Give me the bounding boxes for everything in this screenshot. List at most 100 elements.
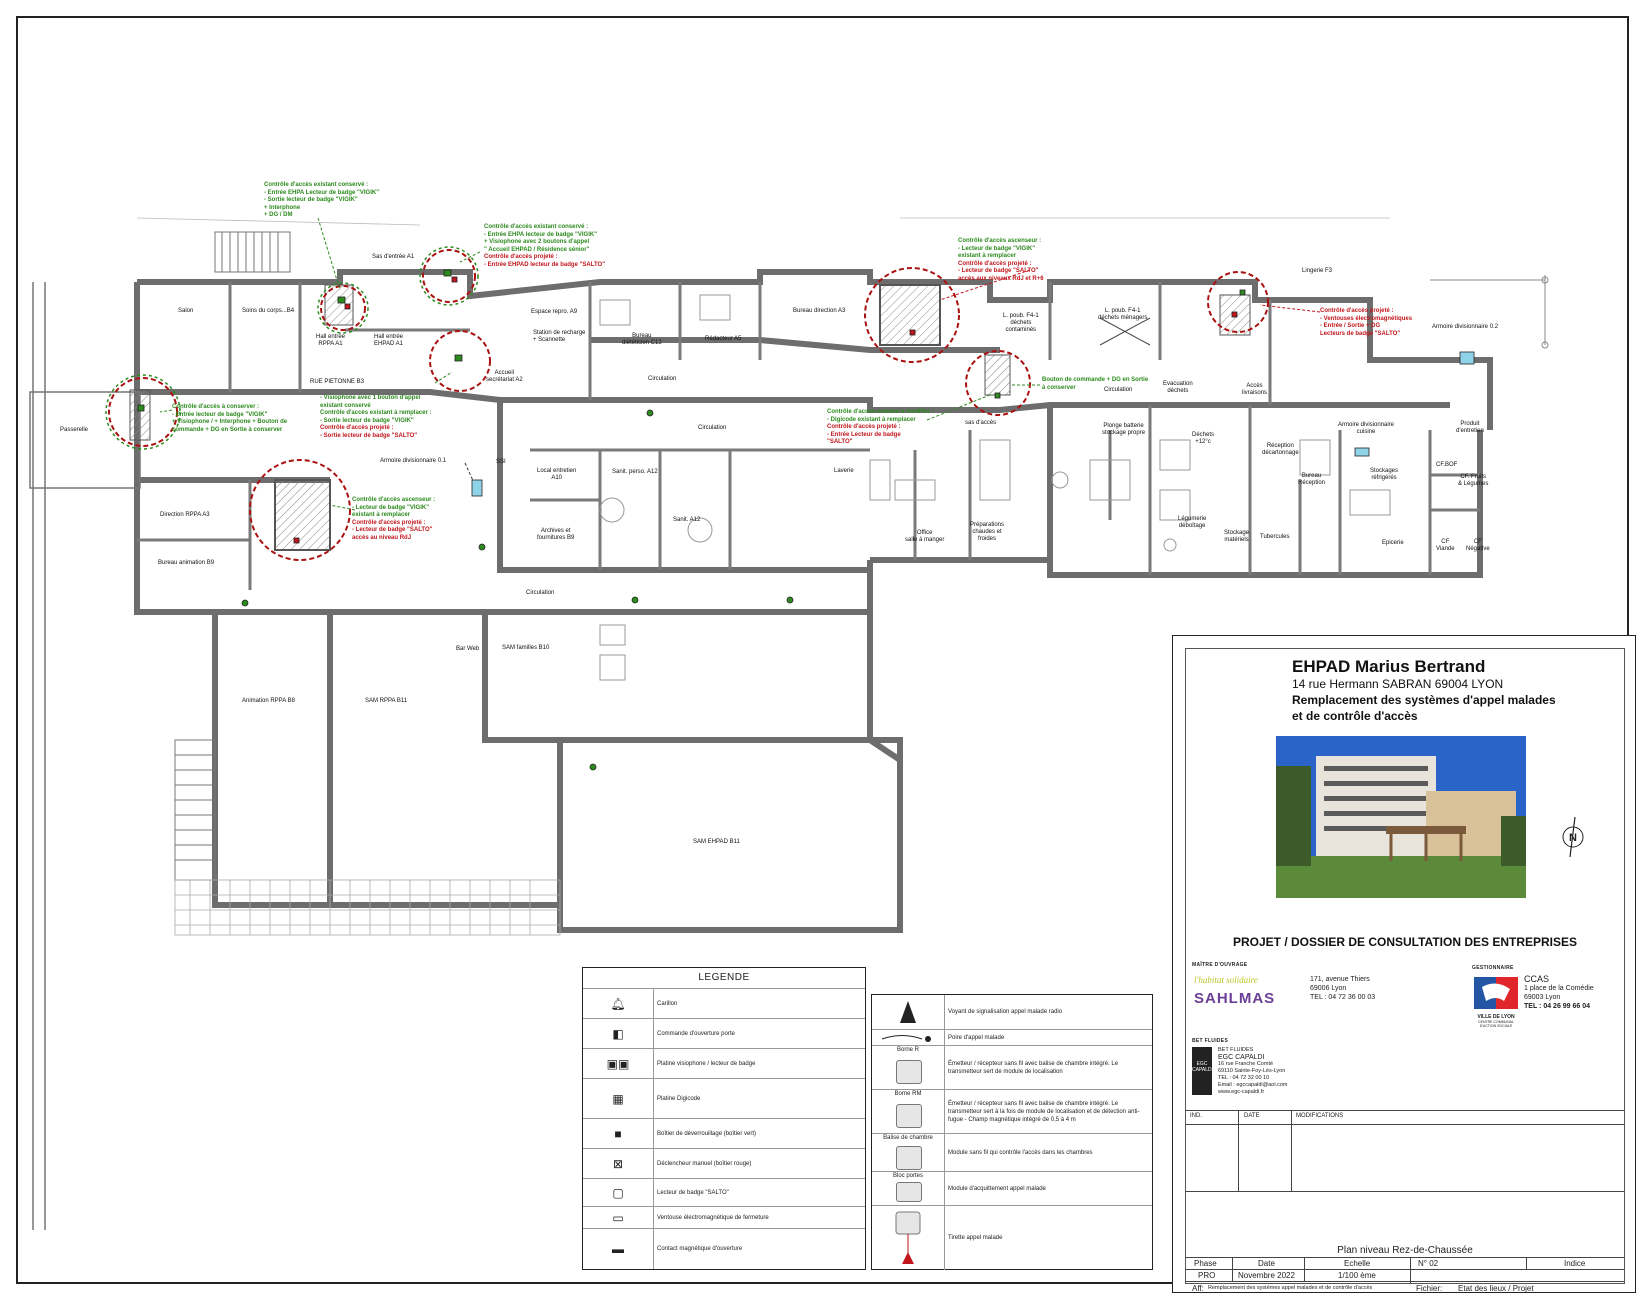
room-passerelle: Passerelle (60, 427, 89, 433)
plan-name: Plan niveau Rez-de-Chaussée (1337, 1245, 1473, 1256)
legend-row: ◧Commande d'ouverture porte (583, 1018, 865, 1049)
access-point-circles (108, 249, 1269, 561)
room-laverie: Laverie (834, 468, 854, 474)
room-cf-viande: CF Viande (1436, 539, 1455, 552)
room-soins: Soins du corps...B4 (242, 308, 295, 314)
room-bureau-reception: Bureau Réception (1298, 473, 1326, 486)
room-stockages-refr: Stockages réfrigérés (1370, 468, 1399, 481)
room-plonge: Plonge batterie stockage propre (1102, 423, 1146, 436)
annotation-main-entrance: Contrôle d'accès existant conservé :- En… (264, 182, 380, 218)
legend-row: ■Boîtier de déverrouillage (boîtier vert… (583, 1118, 865, 1149)
room-accueil: Accueil secrétariat A2 (486, 370, 523, 383)
room-preparations: Préparations chaudes et froides (970, 522, 1005, 542)
pull-cord-icon (895, 1211, 921, 1264)
room-sam-familles: SAM familles B10 (502, 645, 550, 651)
room-redacteur: Rédacteur A5 (705, 336, 742, 342)
lift-cores (129, 284, 1251, 551)
val-date: Novembre 2022 (1238, 1271, 1295, 1280)
room-cf-fruits: CF. Fruits & Légumes (1458, 474, 1489, 487)
legend-title: LEGENDE (583, 968, 865, 989)
device-markers (137, 269, 1475, 771)
room-lpoub2: L. poub. F4-1 déchets ménagers (1098, 308, 1148, 321)
project-address: 14 rue Hermann SABRAN 69004 LYON (1292, 677, 1504, 691)
room-office: Office salle à manger (905, 530, 945, 543)
room-circulation-3: Circulation (1104, 387, 1133, 393)
room-legumerie: Légumerie déboîtage (1178, 516, 1207, 529)
room-acces-livraisons: Accès livraisons (1242, 383, 1268, 396)
borne-rm-icon (896, 1104, 922, 1128)
annotation-digicode: Contrôle d'accès existant à modifier :- … (827, 409, 934, 445)
annotation-passerelle: Contrôle d'accès à conserver :- Entrée l… (172, 404, 288, 433)
room-sam-rppa: SAM RPPA B11 (365, 698, 408, 704)
building-photo (1276, 736, 1526, 898)
unlock-box-icon: ■ (583, 1119, 654, 1149)
room-direction-rppa: Direction RPPA A3 (160, 512, 210, 518)
legend-row: ▬Contact magnétique d'ouverture (583, 1228, 865, 1269)
sahlmas-logo: l'habitat solidaire SAHLMAS (1194, 975, 1276, 1007)
annotation-lift-rdj: Contrôle d'accès ascenseur :- Lecteur de… (352, 497, 436, 541)
room-cf-negative: CF Négative (1466, 539, 1490, 552)
hdr-indice: Indice (1564, 1259, 1586, 1268)
room-sanit-perso: Sanit. perso. A12 (612, 469, 658, 475)
col-modifications: MODIFICATIONS (1296, 1113, 1344, 1119)
room-circulation-1: Circulation (648, 376, 677, 382)
call-pear-icon (881, 1035, 931, 1042)
room-stockage-mat: Stockage matériels (1224, 530, 1250, 543)
room-epicerie: Epicerie (1382, 540, 1404, 546)
room-lingerie: Lingerie F3 (1302, 268, 1333, 274)
stairs (174, 231, 291, 881)
room-station: Station de recharge + Scannette (533, 330, 586, 343)
hdr-date: Date (1258, 1259, 1275, 1268)
room-armoire-02: Armoire divisionnaire 0.2 (1432, 324, 1499, 330)
room-circulation-2: Circulation (698, 425, 727, 431)
room-sas-acces: sas d'accès (965, 420, 997, 426)
room-cf-bof: CF.BOF (1436, 462, 1458, 468)
egc-logo: EGC CAPALDI (1192, 1047, 1213, 1095)
room-lpoub1: L. poub. F4-1 déchets contaminés (1003, 313, 1039, 333)
room-archives: Archives et fournitures B9 (537, 528, 575, 541)
terrace-grid (174, 879, 561, 936)
magnetic-contact-icon: ▬ (583, 1229, 654, 1269)
room-bureau-diet: Bureau diététicien C12 (622, 333, 662, 346)
hdr-phase: Phase (1194, 1259, 1217, 1268)
aff-value: Remplacement des systèmes appel malades … (1208, 1285, 1373, 1291)
room-tubercules: Tubercules (1260, 534, 1290, 540)
room-dechets: Déchets +12°c (1192, 432, 1215, 445)
passerelle (29, 282, 141, 1230)
room-bar-web: Bar Web (456, 646, 480, 652)
col-ind: IND. (1190, 1113, 1202, 1119)
room-sam-ehpad: SAM EHPAD B11 (693, 839, 740, 845)
magnetic-lock-icon: ▭ (583, 1207, 654, 1229)
hdr-echelle: Echelle (1344, 1259, 1371, 1268)
room-produit: Produit d'entretien (1456, 421, 1484, 434)
project-title: EHPAD Marius Bertrand (1292, 657, 1486, 676)
legend-row: ▭Ventouse électromagnétique de fermeture (583, 1206, 865, 1229)
room-espace-repro: Espace repro. A9 (531, 309, 578, 315)
legend-row: 🔔︎Carillon (583, 988, 865, 1019)
room-hall-ehpad: Hall entrée EHPAD A1 (374, 334, 404, 347)
ville-lyon-logo: VILLE DE LYON CENTRE COMMUNAL D'ACTION S… (1474, 977, 1518, 1028)
legend-row: ⊠Déclencheur manuel (boîtier rouge) (583, 1148, 865, 1179)
moa-label: MAÎTRE D'OUVRAGE (1192, 962, 1248, 968)
badge-reader-icon: ▢ (583, 1179, 654, 1207)
legend-row: Poire d'appel malade (872, 1029, 1152, 1046)
legend-panel: LEGENDE 🔔︎Carillon ◧Commande d'ouverture… (582, 967, 866, 1270)
room-rue: RUE PIETONNE B3 (310, 379, 364, 385)
room-bureau-direction: Bureau direction A3 (793, 308, 846, 314)
room-animation-rppa: Animation RPPA B8 (242, 698, 295, 704)
room-sanit-a12: Sanit. A12 (673, 517, 701, 523)
room-circulation-4: Circulation (526, 590, 555, 596)
val-echelle: 1/100 ème (1338, 1271, 1376, 1280)
north-arrow-icon: N (1562, 817, 1584, 857)
legend-row: ▣▣Platine visiophone / lecteur de badge (583, 1048, 865, 1079)
legend-row: ▦Platine Digicode (583, 1078, 865, 1119)
title-block: EHPAD Marius Bertrand 14 rue Hermann SAB… (1172, 635, 1636, 1293)
keypad-icon: ▦ (583, 1079, 654, 1119)
fichier-value: Etat des lieux / Projet (1458, 1284, 1534, 1293)
